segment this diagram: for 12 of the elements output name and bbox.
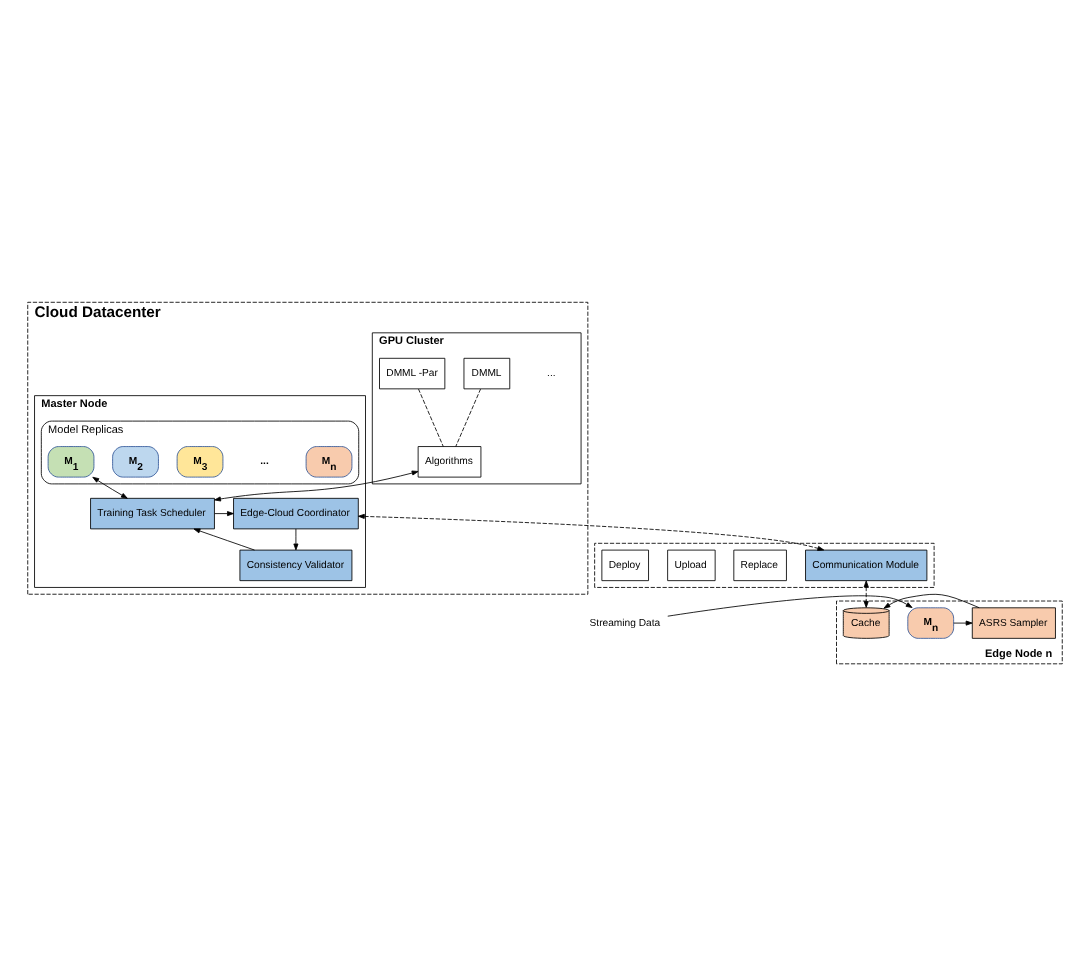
arrow: [214, 470, 419, 502]
arrow: [357, 513, 825, 551]
arrow: [193, 528, 255, 551]
arrow: [863, 580, 869, 608]
arrow: [883, 593, 980, 609]
connector: [455, 388, 481, 447]
arrow: [953, 620, 973, 626]
arrow: [214, 511, 234, 517]
arrow: [293, 528, 299, 551]
connector: [418, 388, 444, 447]
arrow: [667, 595, 913, 617]
arrow: [92, 476, 128, 499]
